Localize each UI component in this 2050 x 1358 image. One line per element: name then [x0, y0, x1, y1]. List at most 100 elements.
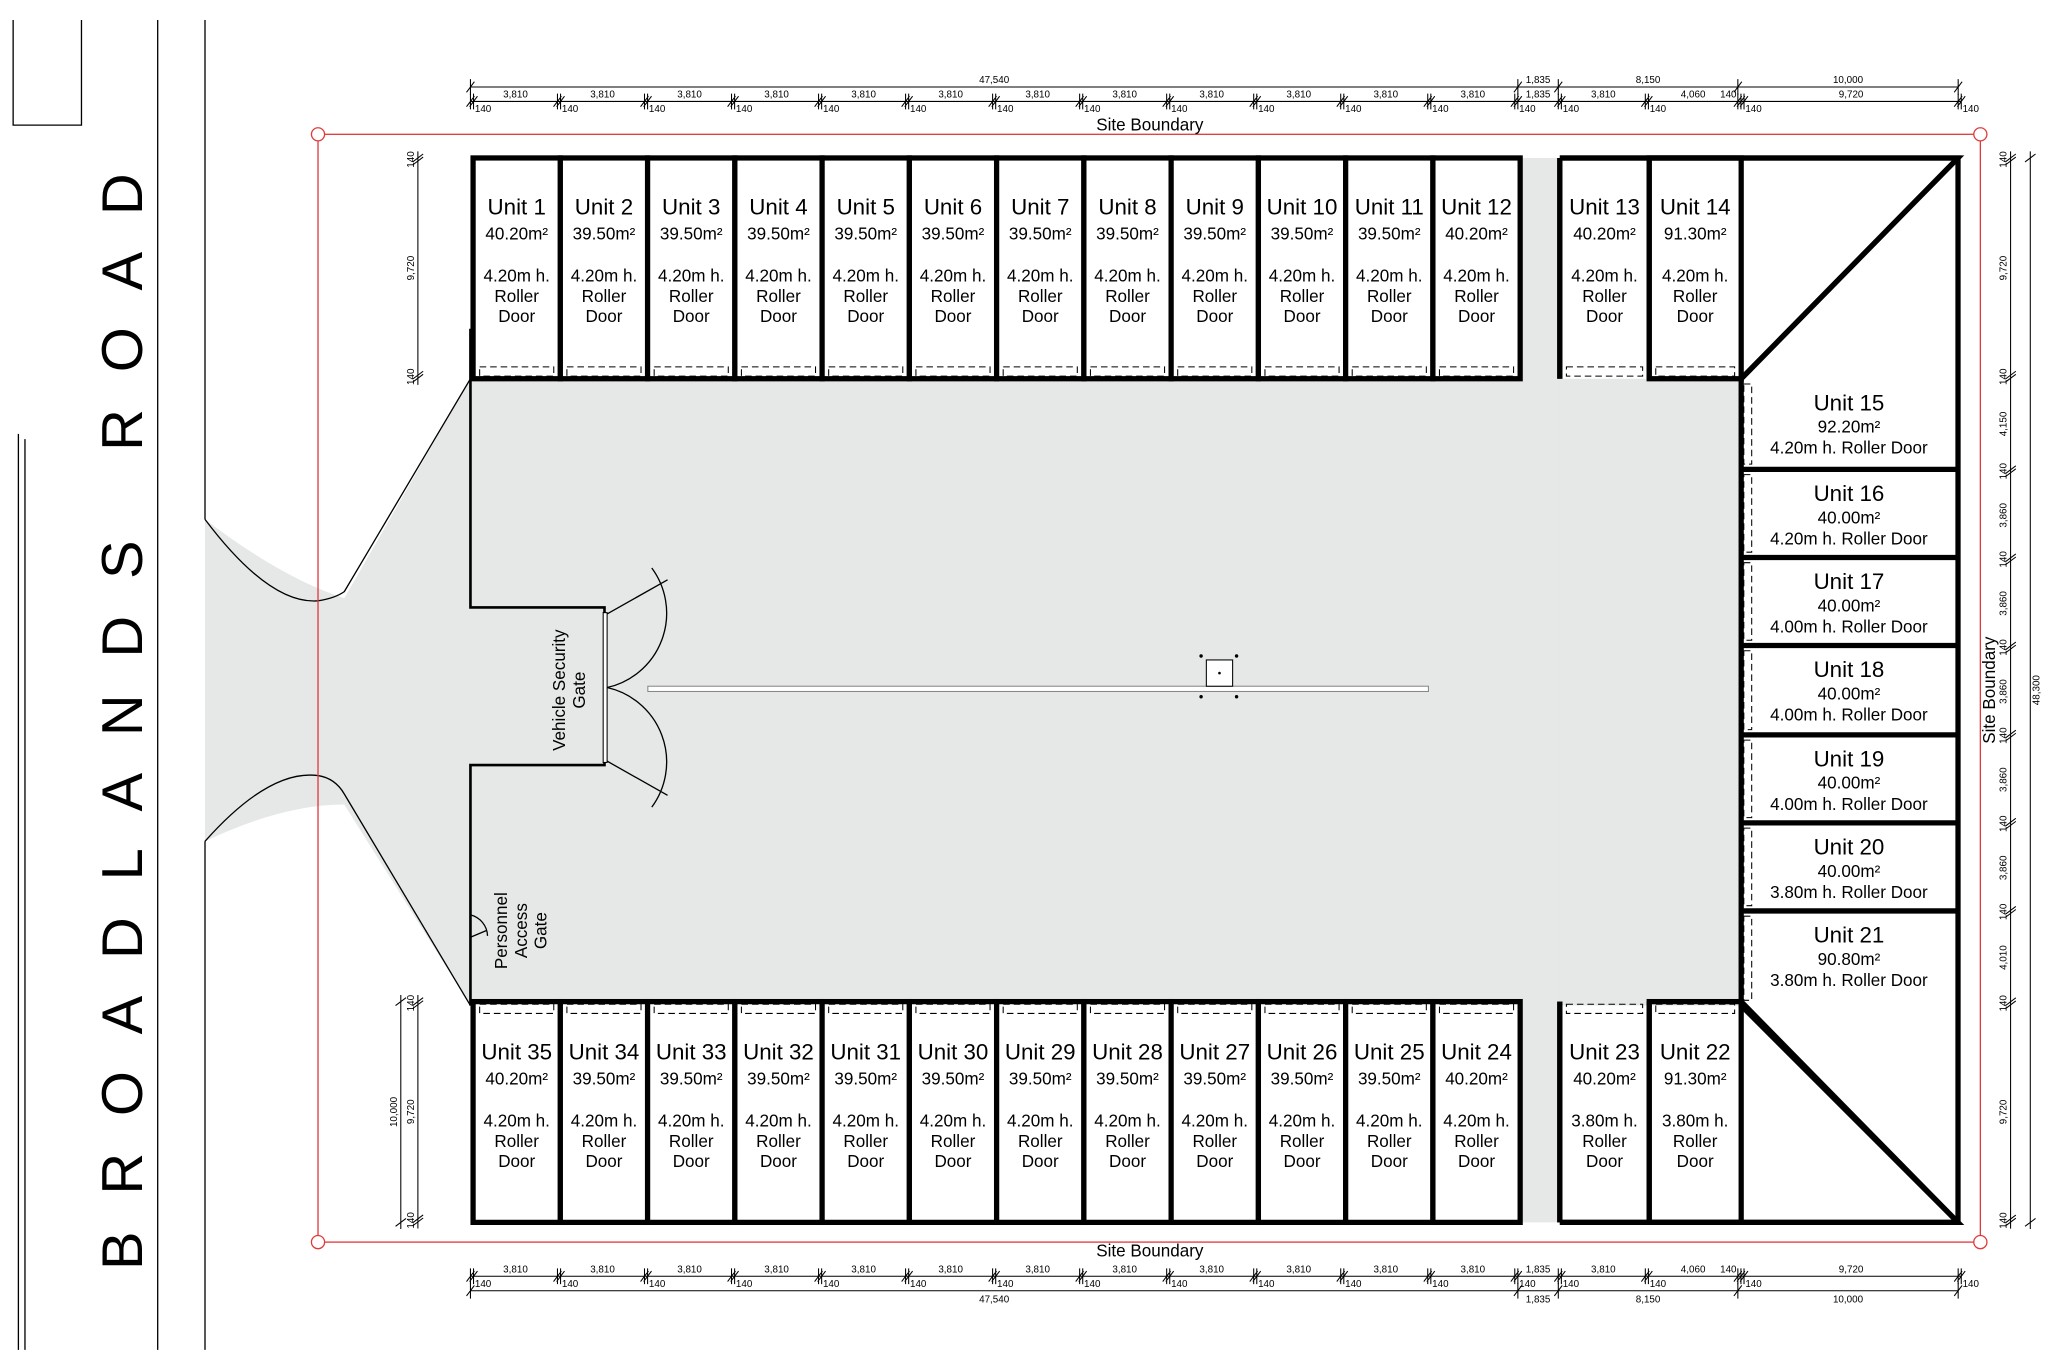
dimension-label: 1,835 — [1526, 1264, 1551, 1275]
unit-door-spec: Roller — [843, 1132, 888, 1151]
aisle — [1520, 157, 1560, 1223]
dimension-label: 3,810 — [1373, 1264, 1398, 1275]
dimension-label: 3,810 — [503, 90, 528, 101]
roller-door — [479, 1003, 555, 1014]
unit-name: Unit 27 — [1179, 1039, 1250, 1064]
driveway — [205, 378, 1742, 1006]
unit-name: Unit 33 — [656, 1039, 727, 1064]
unit-name: Unit 14 — [1660, 194, 1731, 219]
unit-door-spec: Roller — [1105, 1132, 1150, 1151]
unit-name: Unit 16 — [1814, 481, 1885, 506]
dimension-line — [466, 1268, 1966, 1285]
dimension-label: 140 — [1963, 1279, 1980, 1290]
unit-area: 40.20m² — [1573, 1069, 1636, 1088]
unit-door-spec: Roller — [756, 1132, 801, 1151]
unit-door-spec: 4.20m h. — [483, 266, 549, 285]
unit-name: Unit 31 — [830, 1039, 901, 1064]
unit-area: 39.50m² — [1271, 224, 1334, 243]
vehicle-security-gate[interactable] — [602, 567, 668, 808]
roller-door — [1089, 366, 1166, 377]
unit-door-spec: 4.00m h. Roller Door — [1770, 617, 1928, 636]
dimension-label: 140 — [406, 368, 417, 385]
personnel-access-gate[interactable] — [470, 914, 489, 938]
dimension-overall-label: 8,150 — [1636, 1295, 1661, 1306]
unit-door-spec: 4.20m h. — [1269, 266, 1335, 285]
dimension-label: 140 — [1999, 995, 2010, 1012]
unit-door-spec: Roller — [669, 1132, 714, 1151]
unit-door-spec: Door — [1458, 1152, 1495, 1171]
dimension-label: 3,810 — [1199, 90, 1224, 101]
unit-name: Unit 4 — [749, 194, 807, 219]
unit-area: 39.50m² — [1096, 224, 1159, 243]
dimension-overall-label: 47,540 — [979, 75, 1010, 86]
unit-name: Unit 6 — [924, 194, 982, 219]
dimension-label: 3,810 — [851, 1264, 876, 1275]
unit-door-spec: 3.80m h. Roller Door — [1770, 971, 1928, 990]
unit-door-spec: Door — [498, 307, 535, 326]
unit-name: Unit 5 — [837, 194, 895, 219]
unit-door-spec: Door — [1196, 307, 1233, 326]
roller-door — [915, 1003, 991, 1014]
dimension-label: 3,860 — [1999, 502, 2010, 527]
dimension-label: 140 — [997, 104, 1014, 115]
dimension-overall-label: 1,835 — [1526, 75, 1551, 86]
dimension-label: 140 — [736, 1279, 753, 1290]
roller-door — [1565, 1003, 1644, 1014]
dimension-label: 3,810 — [677, 90, 702, 101]
unit-door-spec: Door — [934, 1152, 971, 1171]
unit-door-spec: Roller — [582, 287, 627, 306]
dimension-label: 9,720 — [1999, 1099, 2010, 1124]
dimension-label: 3,810 — [1373, 90, 1398, 101]
unit-area: 39.50m² — [922, 224, 985, 243]
unit-door-spec: 4.20m h. — [1269, 1111, 1335, 1130]
roller-door — [1438, 1003, 1515, 1014]
dimension-label: 140 — [1258, 1279, 1275, 1290]
unit-door-spec: 4.20m h. — [920, 266, 986, 285]
roller-door — [479, 366, 555, 377]
dimension-label: 140 — [1519, 104, 1536, 115]
unit-name: Unit 28 — [1092, 1039, 1163, 1064]
unit-door-spec: 3.80m h. — [1662, 1111, 1728, 1130]
dimension-label: 140 — [1258, 104, 1275, 115]
unit-door-spec: 4.20m h. — [1662, 266, 1728, 285]
unit-area: 91.30m² — [1664, 224, 1727, 243]
dimension-label: 3,810 — [938, 90, 963, 101]
unit-area: 39.50m² — [1183, 1069, 1246, 1088]
unit-door-spec: Roller — [494, 287, 539, 306]
